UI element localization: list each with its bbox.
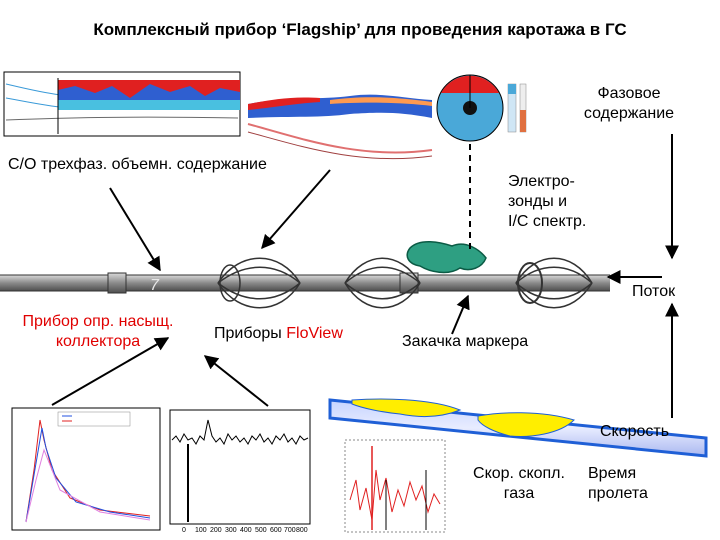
transit-time-line-1: Время (588, 465, 637, 482)
floview-label: Приборы FloView (214, 324, 394, 344)
arrow-marker-up (451, 294, 470, 335)
tick-0: 0 (182, 527, 186, 534)
injected-marker-cloud (406, 241, 487, 274)
phase-content-image (436, 74, 527, 142)
electroprobes-line-2: зонды и (508, 193, 568, 210)
bow-spring-centralizer-1 (217, 257, 301, 309)
gas-pipe-image (328, 398, 708, 458)
tool-marker-label: 7 (150, 277, 160, 294)
tick-300: 300 (225, 527, 237, 534)
marker-injection-label: Закачка маркера (402, 333, 529, 350)
gas-velocity-line-1: Скор. скопл. (473, 465, 565, 482)
pulse-chart-axis: 0 100 200 300 400 500 600 700 800 (182, 527, 308, 534)
tick-100: 100 (195, 527, 207, 534)
arrow-co-to-tool (109, 187, 161, 272)
transit-time-label: Время пролета (588, 464, 698, 504)
gas-velocity-chart (344, 439, 446, 533)
tick-600: 600 (270, 527, 282, 534)
floview-log-strip-image (247, 94, 433, 160)
bow-spring-centralizer-2 (344, 257, 421, 309)
tick-200: 200 (210, 527, 222, 534)
arrow-chart-to-saturation (51, 337, 170, 406)
gas-velocity-label: Скор. скопл. газа (454, 464, 584, 504)
saturation-tool-line-2: коллектора (55, 333, 141, 350)
phase-content-line-2: содержание (583, 105, 675, 122)
saturation-tool-line-1: Прибор опр. насыщ. (22, 313, 174, 330)
tick-500: 500 (255, 527, 267, 534)
page-title: Комплексный прибор ‘Flagship’ для провед… (93, 20, 627, 39)
electroprobes-label: Электро- зонды и I/C спектр. (508, 172, 628, 232)
floview-brand: FloView (286, 325, 343, 342)
tick-800: 800 (296, 527, 308, 534)
saturation-tool-label: Прибор опр. насыщ. коллектора (0, 312, 196, 352)
transit-time-line-2: пролета (588, 485, 648, 502)
co-log-strip-image (3, 71, 241, 137)
tool-string (0, 257, 610, 309)
flow-label: Поток (632, 283, 676, 300)
saturation-log-chart (11, 407, 161, 531)
bow-spring-centralizer-3 (515, 257, 593, 309)
electroprobes-line-3: I/C спектр. (508, 213, 587, 230)
arrow-pulse-to-floview (203, 355, 269, 407)
marker-pulse-chart (169, 409, 311, 525)
phase-content-line-1: Фазовое (597, 85, 661, 102)
gas-velocity-line-2: газа (503, 485, 535, 502)
arrow-co-to-strip (261, 169, 331, 250)
floview-prefix: Приборы (214, 325, 287, 342)
phase-content-label: Фазовое содержание (564, 84, 694, 124)
electroprobes-line-1: Электро- (508, 173, 575, 190)
tick-700: 700 (284, 527, 296, 534)
co-three-phase-label: С/О трехфаз. объемн. содержание (8, 156, 267, 173)
speed-label: Скорость (600, 423, 670, 440)
tick-400: 400 (240, 527, 252, 534)
